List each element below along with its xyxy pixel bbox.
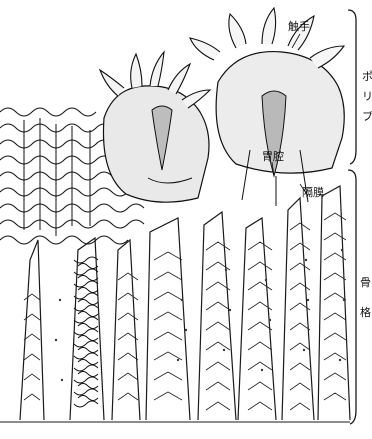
- label-polyp-char: リ: [362, 90, 372, 103]
- label-polyp-char: プ: [362, 110, 372, 123]
- label-skeleton-char: 格: [360, 305, 371, 319]
- label-skeleton: 骨 格: [360, 276, 371, 319]
- skeleton-bracket: [348, 170, 356, 424]
- polyp-right: [190, 8, 344, 206]
- label-gastric-cavity: 胃腔: [262, 149, 284, 163]
- label-septum: 隔膜: [302, 186, 324, 199]
- label-skeleton-char: 骨: [360, 276, 371, 289]
- polyp-left: [100, 52, 210, 202]
- polyp-bracket: [348, 10, 356, 164]
- label-polyp: ポ リ プ: [362, 70, 372, 123]
- skeleton-corallites: [0, 186, 350, 422]
- label-polyp-char: ポ: [362, 70, 372, 83]
- label-tentacle: 触手: [288, 19, 310, 33]
